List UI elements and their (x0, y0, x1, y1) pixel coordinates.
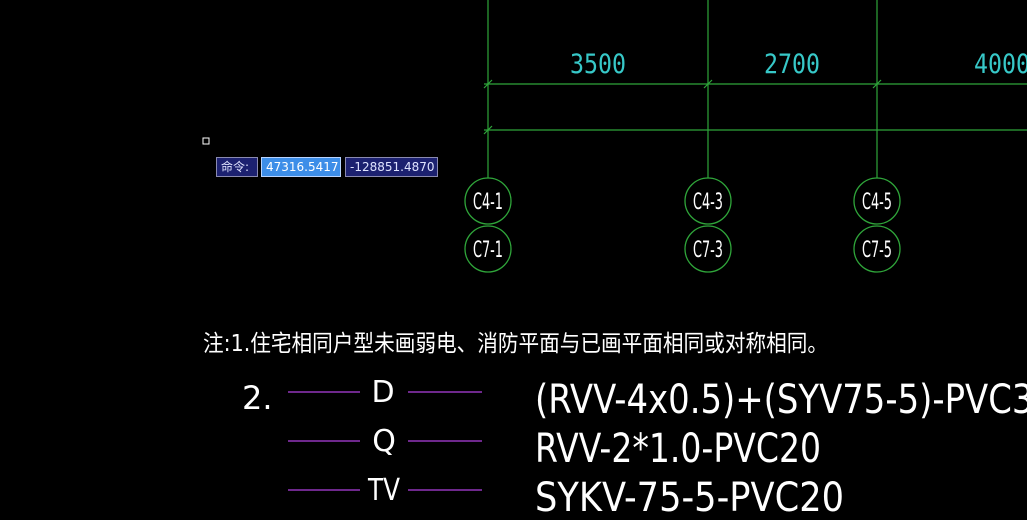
legend-code-q: Q (372, 424, 396, 459)
axis-bubble-c4-1 (464, 177, 512, 225)
coordinate-y-input[interactable]: -128851.4870 (345, 157, 438, 177)
note-line-1: 注:1.住宅相同户型未画弱电、消防平面与已画平面相同或对称相同。 (203, 331, 828, 357)
legend-lines (288, 391, 482, 491)
axis-bubbles (464, 177, 901, 273)
axis-bubble-c7-3 (684, 225, 732, 273)
dim-tick (703, 79, 713, 89)
dimension-label-1: 3500 (570, 49, 626, 80)
axis-label-c4-5: C4-5 (862, 190, 892, 215)
axis-labels: C4-1 C7-1 C4-3 C7-3 C4-5 C7-5 (473, 190, 892, 263)
grid-lines (483, 0, 1027, 178)
axis-label-c7-5: C7-5 (862, 238, 892, 263)
legend-spec-q: RVV-2*1.0-PVC20 (535, 426, 821, 472)
axis-label-c7-1: C7-1 (473, 238, 503, 263)
legend-codes: D Q TV (367, 375, 400, 508)
legend-spec-d: (RVV-4x0.5)+(SYV75-5)-PVC32 (535, 377, 1027, 423)
dim-tick (872, 79, 882, 89)
axis-bubble-c7-5 (853, 225, 901, 273)
dimension-labels: 3500 2700 4000 (570, 49, 1027, 80)
axis-label-c4-3: C4-3 (693, 190, 723, 215)
dim-tick (483, 125, 493, 135)
legend-specs: (RVV-4x0.5)+(SYV75-5)-PVC32 RVV-2*1.0-PV… (535, 377, 1027, 520)
command-label: 命令: (216, 157, 258, 177)
cursor-pickbox (202, 137, 210, 145)
axis-bubble-c4-3 (684, 177, 732, 225)
dimension-label-3: 4000 (974, 49, 1027, 80)
axis-label-c7-3: C7-3 (693, 238, 723, 263)
legend-code-d: D (371, 375, 394, 410)
dimension-label-2: 2700 (764, 49, 820, 80)
legend-code-tv: TV (367, 473, 400, 508)
legend-spec-tv: SYKV-75-5-PVC20 (535, 475, 844, 520)
axis-bubble-c4-5 (853, 177, 901, 225)
axis-bubble-c7-1 (464, 225, 512, 273)
coordinate-x-input[interactable]: 47316.5417 (261, 157, 341, 177)
note-item-2-number: 2. (242, 379, 273, 417)
dim-tick (483, 79, 493, 89)
axis-label-c4-1: C4-1 (473, 190, 503, 215)
